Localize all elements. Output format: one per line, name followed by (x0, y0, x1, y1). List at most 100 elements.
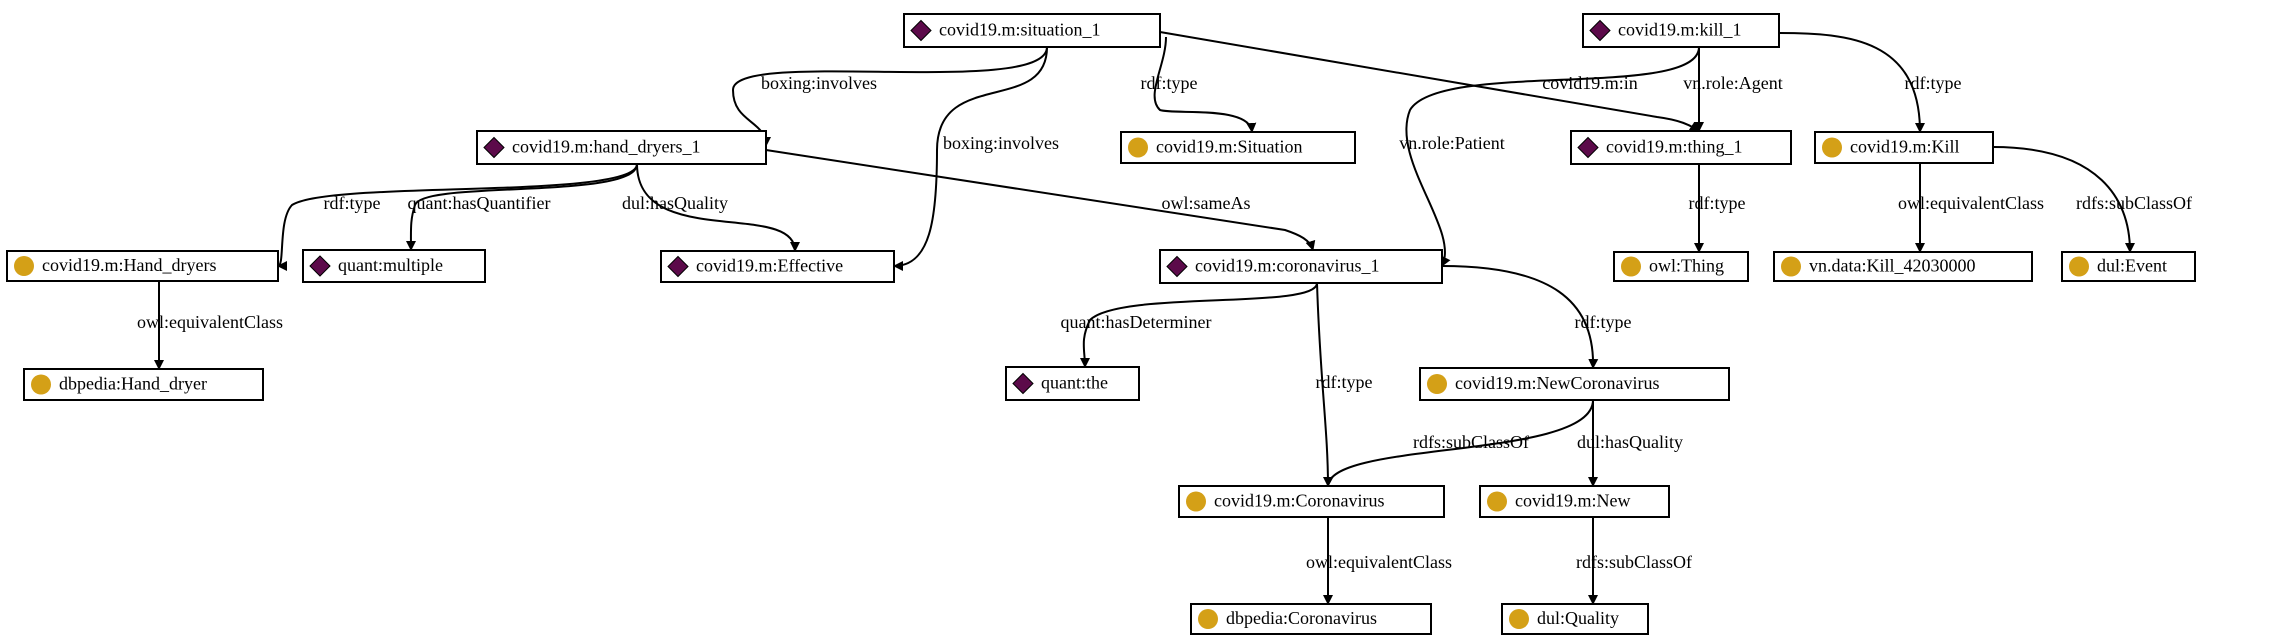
diamond-icon (1589, 19, 1611, 42)
node-box (1479, 485, 1670, 518)
edge-label: rdf:type (324, 193, 381, 213)
node-box (23, 368, 264, 401)
node-label: covid19.m:Hand_dryers (42, 255, 216, 275)
edge-label: rdf:type (1141, 73, 1198, 93)
edge-e17: rdf:type (1316, 282, 1373, 487)
edge-label: vn.role:Patient (1399, 133, 1504, 153)
circle-icon (1186, 491, 1206, 512)
diamond-icon (667, 255, 689, 278)
node-box (1005, 366, 1140, 401)
node-Effective: covid19.m:Effective (660, 250, 895, 283)
node-label: covid19.m:Effective (696, 256, 843, 276)
edge-line (1405, 46, 1700, 267)
node-label: quant:the (1041, 373, 1108, 393)
edge-e15: owl:equivalentClass (137, 281, 283, 370)
edge-label: owl:equivalentClass (1306, 552, 1452, 572)
node-box (660, 250, 895, 283)
node-box (1582, 13, 1780, 48)
edge-label: dul:hasQuality (1577, 432, 1683, 452)
node-box (1570, 130, 1792, 165)
edge-e18: rdf:type (1441, 265, 1632, 369)
diamond-icon (1577, 136, 1599, 159)
edge-label: quant:hasQuantifier (408, 193, 551, 213)
diamond-icon (309, 255, 331, 277)
edge-label: rdfs:subClassOf (1576, 552, 1692, 572)
edge-e12: rdf:type (1689, 164, 1746, 253)
node-label: covid19.m:thing_1 (1606, 137, 1743, 157)
node-NewCoronavirus: covid19.m:NewCoronavirus (1419, 367, 1730, 401)
edge-line (405, 163, 638, 251)
node-Hand_dryer: dbpedia:Hand_dryer (23, 368, 264, 401)
node-dul_Event: dul:Event (2061, 251, 2196, 282)
edge-line (1441, 265, 1599, 369)
node-label: covid19.m:situation_1 (939, 20, 1101, 40)
edge-e1: boxing:involves (731, 46, 1048, 147)
edge-label: vn.role:Agent (1683, 73, 1782, 93)
node-label: covid19.m:Situation (1156, 137, 1303, 157)
circle-icon (1487, 491, 1507, 512)
circle-icon (2069, 256, 2089, 277)
edge-e16: quant:hasDeterminer (1061, 282, 1318, 368)
circle-icon (14, 256, 34, 276)
node-label: covid19.m:Coronavirus (1214, 491, 1384, 511)
edge-e5: vn.role:Agent (1683, 47, 1783, 132)
node-situation_1: covid19.m:situation_1 (903, 13, 1161, 48)
edge-e21: owl:equivalentClass (1306, 517, 1452, 605)
node-label: vn.data:Kill_42030000 (1809, 256, 1975, 276)
node-label: covid19.m:New (1515, 491, 1630, 511)
edge-e8: rdf:type (277, 163, 638, 271)
node-dbpedia_Coronavirus: dbpedia:Coronavirus (1190, 603, 1432, 635)
edge-line (765, 149, 1316, 251)
edge-label: boxing:involves (761, 73, 877, 93)
edge-label: rdf:type (1575, 312, 1632, 332)
diamond-icon (1012, 372, 1034, 395)
edge-line (1316, 282, 1333, 487)
edge-line (1992, 146, 2135, 253)
edge-e11: owl:sameAs (765, 149, 1316, 251)
node-box (903, 13, 1161, 48)
node-Kill: covid19.m:Kill (1814, 131, 1994, 164)
node-label: covid19.m:NewCoronavirus (1455, 373, 1659, 393)
node-dul_Quality: dul:Quality (1501, 603, 1649, 635)
edge-label: covid19.m:in (1542, 73, 1638, 93)
node-box (302, 249, 486, 283)
edge-e9: quant:hasQuantifier (405, 163, 638, 251)
node-New: covid19.m:New (1479, 485, 1670, 518)
node-label: dbpedia:Coronavirus (1226, 608, 1377, 628)
edge-label: rdf:type (1905, 73, 1962, 93)
node-box (1190, 603, 1432, 635)
edge-label: boxing:involves (943, 133, 1059, 153)
node-the: quant:the (1005, 366, 1140, 401)
edge-label: owl:sameAs (1162, 193, 1251, 213)
edge-e2: boxing:involves (893, 46, 1059, 271)
node-box (1814, 131, 1994, 164)
circle-icon (1128, 137, 1148, 158)
edge-label: rdf:type (1316, 372, 1373, 392)
node-box (1159, 249, 1443, 284)
edge-line (636, 163, 800, 252)
circle-icon (1509, 609, 1529, 629)
node-label: covid19.m:hand_dryers_1 (512, 137, 700, 157)
circle-icon (1198, 609, 1218, 629)
edge-label: dul:hasQuality (622, 193, 728, 213)
node-owl_Thing: owl:Thing (1613, 251, 1749, 282)
edge-e22: rdfs:subClassOf (1576, 517, 1692, 605)
edge-line (1323, 399, 1594, 487)
edge-e20: dul:hasQuality (1577, 400, 1683, 487)
edge-line (1079, 282, 1318, 368)
circle-icon (1822, 137, 1842, 158)
edge-label: owl:equivalentClass (1898, 193, 2044, 213)
node-label: covid19.m:Kill (1850, 137, 1960, 157)
edge-line (893, 46, 1048, 271)
edge-e13: owl:equivalentClass (1898, 163, 2044, 253)
node-Coronavirus: covid19.m:Coronavirus (1178, 485, 1445, 518)
circle-icon (1427, 374, 1447, 394)
node-multiple: quant:multiple (302, 249, 486, 283)
edge-e3: rdf:type (1141, 36, 1257, 133)
node-box (1178, 485, 1445, 518)
edge-label: rdfs:subClassOf (2076, 193, 2192, 213)
circle-icon (1781, 256, 1801, 277)
edge-label: rdf:type (1689, 193, 1746, 213)
edge-e10: dul:hasQuality (622, 163, 800, 252)
